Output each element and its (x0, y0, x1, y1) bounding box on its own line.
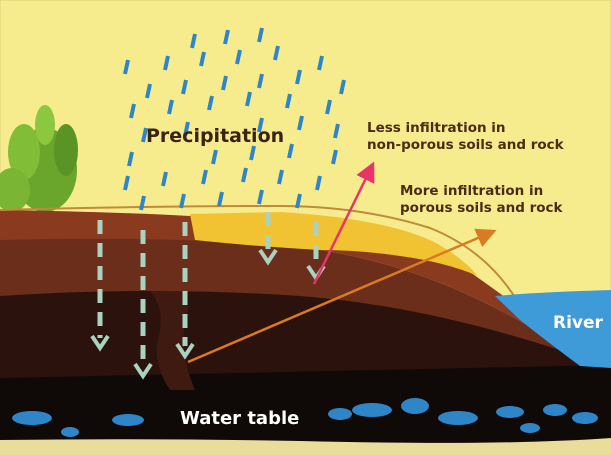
rain-dash (245, 91, 252, 107)
rain-dash (297, 115, 304, 131)
rain-dash (315, 175, 322, 191)
rain-dash (249, 145, 256, 161)
infiltration-arrow-head (175, 342, 195, 360)
bush (0, 105, 78, 212)
rain-dash (285, 93, 292, 109)
infiltration-arrow-head (133, 362, 153, 380)
rain-dash (211, 149, 218, 165)
rain-dash (207, 95, 214, 111)
more-infiltration-line-1: More infiltration in (400, 183, 544, 199)
water-table-label: Water table (180, 408, 300, 429)
rain-dash (295, 69, 302, 85)
rain-dash (127, 151, 134, 167)
rain-dash (161, 171, 168, 187)
soil-vein (140, 282, 195, 390)
rain-dash (331, 149, 338, 165)
rain-dash (287, 143, 294, 159)
rain-dash (167, 99, 174, 115)
rain-dash (257, 73, 264, 89)
rain-dash (221, 75, 228, 91)
more-infiltration-pointer (187, 228, 497, 364)
rain-dashes (123, 27, 346, 211)
more-infiltration-line-2: porous soils and rock (400, 199, 563, 216)
less-infiltration-line-1: Less infiltration in (367, 120, 506, 136)
rain-dash (257, 27, 264, 43)
rain-dash (163, 55, 170, 71)
mid-soil-layer (0, 235, 560, 350)
rain-dash (317, 55, 324, 71)
rain-dash (123, 175, 130, 191)
rain-dash (257, 189, 264, 205)
rain-dash (183, 121, 190, 137)
rain-dash (273, 45, 280, 61)
rain-dash (235, 49, 242, 65)
rain-dash (139, 195, 146, 211)
less-infiltration-label: Less infiltration in non-porous soils an… (367, 120, 564, 154)
infiltration-arrow-head (90, 334, 110, 352)
rain-dash (190, 33, 197, 49)
ground-surface-line (0, 204, 561, 339)
rain-dash (325, 99, 332, 115)
river (495, 290, 611, 368)
deep-soil-layer (0, 287, 611, 378)
infiltration-arrow-head (258, 248, 278, 266)
rain-dash (333, 123, 340, 139)
rain-dash (223, 29, 230, 45)
rain-dash (241, 167, 248, 183)
rain-dash (129, 103, 136, 119)
rain-dash (295, 193, 302, 209)
rain-dash (199, 51, 206, 67)
rain-dash (339, 79, 346, 95)
rain-dash (217, 191, 224, 207)
rain-dash (257, 117, 264, 133)
rain-dash (123, 59, 130, 75)
river-label: River (553, 313, 603, 333)
less-infiltration-line-2: non-porous soils and rock (367, 136, 564, 153)
rain-dash (181, 79, 188, 95)
rain-dash (141, 127, 148, 143)
precipitation-label: Precipitation (146, 125, 285, 147)
more-infiltration-label: More infiltration in porous soils and ro… (400, 183, 563, 217)
rain-dash (277, 169, 284, 185)
water-table-blobs (12, 398, 598, 437)
rain-dash (201, 169, 208, 185)
rain-dash (179, 193, 186, 209)
rain-dash (145, 83, 152, 99)
less-infiltration-pointer (312, 161, 375, 285)
